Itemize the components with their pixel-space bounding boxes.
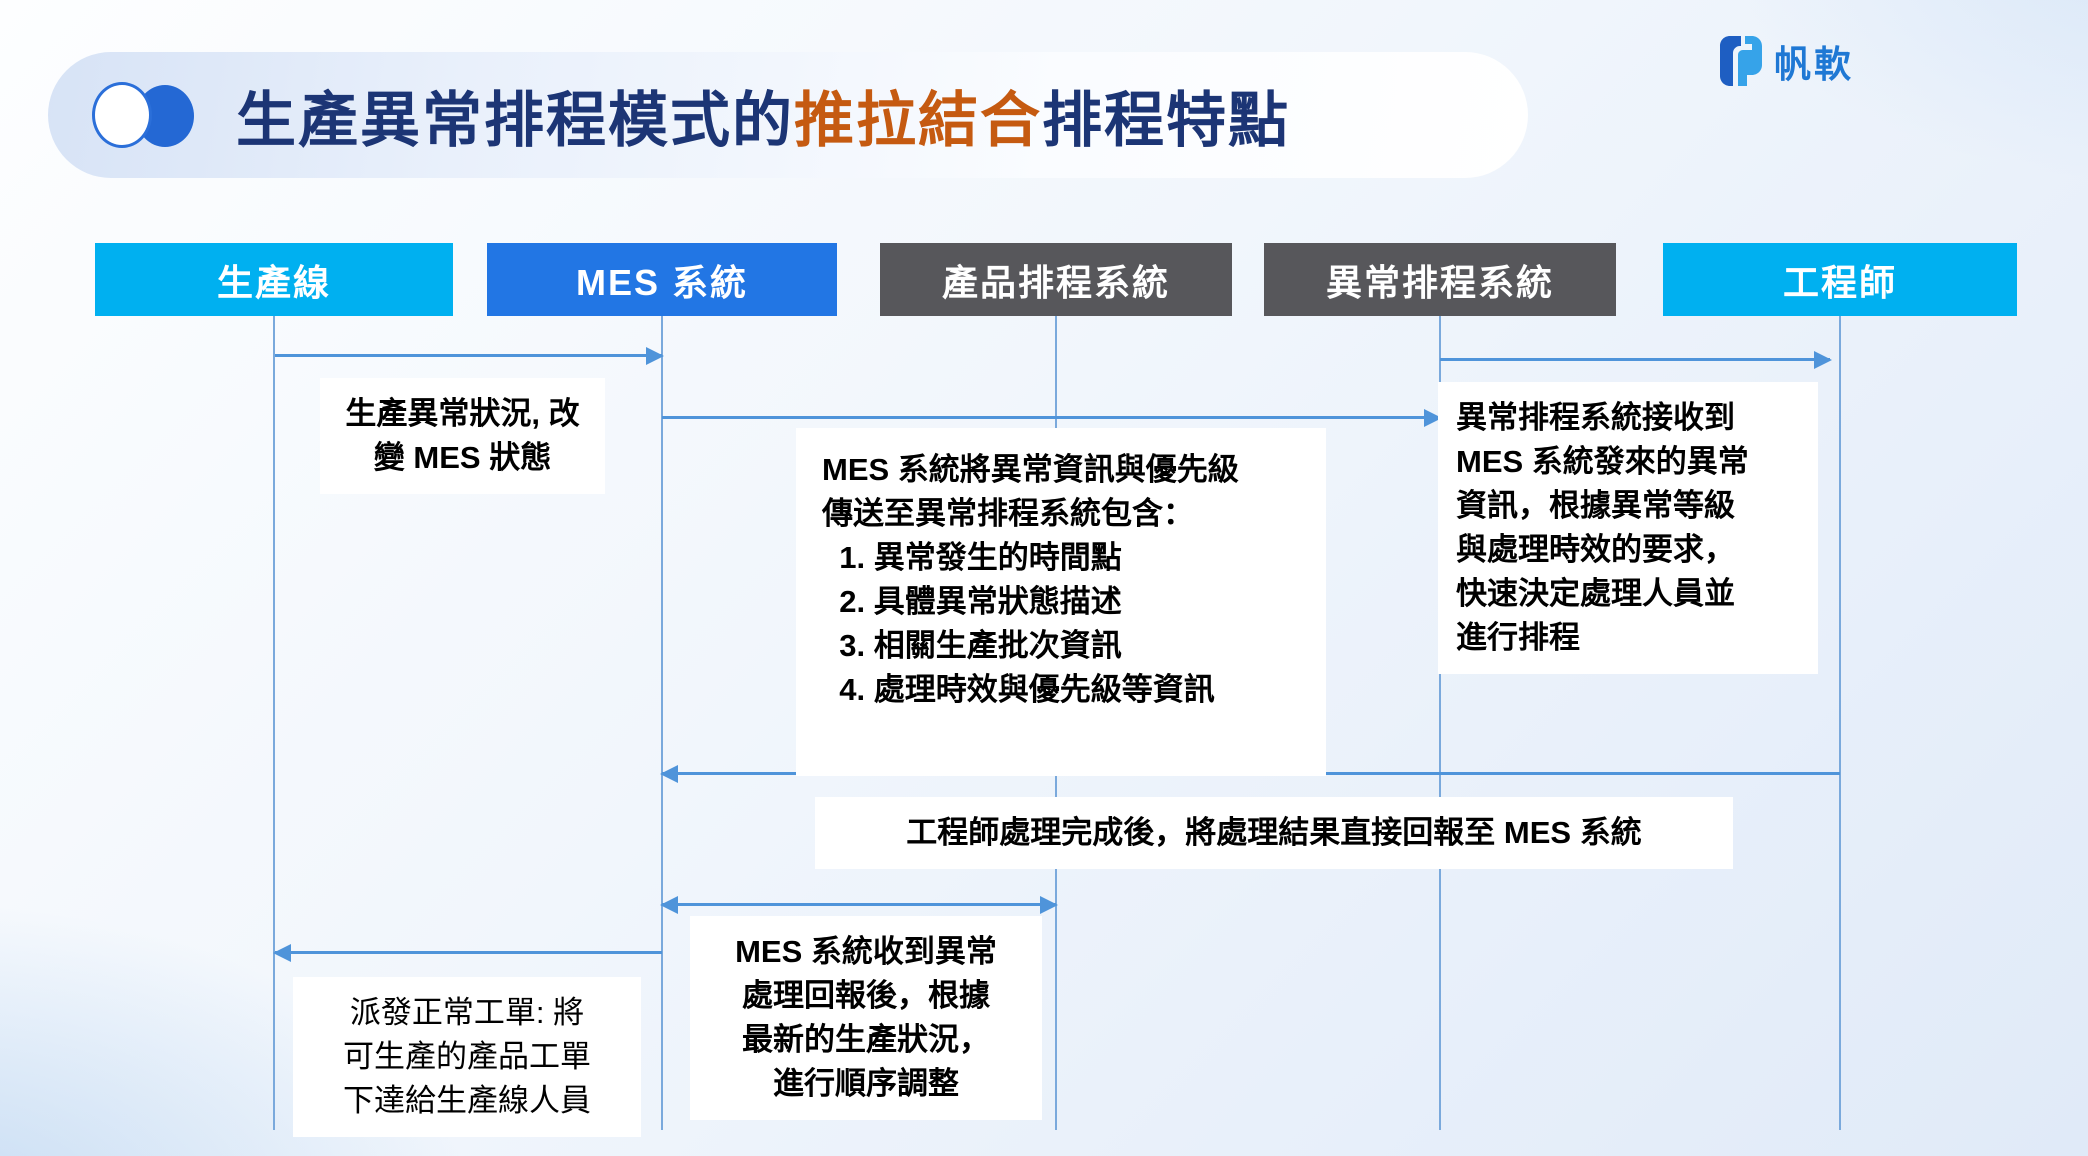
page-title: 生產異常排程模式的推拉結合排程特點 [236, 72, 1290, 159]
note-production-exception: 生產異常狀況, 改 變 MES 狀態 [320, 378, 605, 495]
arrow-mes-product-bidirectional [660, 896, 1058, 914]
arrow-production-to-mes [275, 347, 664, 365]
fanruan-logo-text: 帆軟 [1774, 44, 1854, 85]
circle-white [92, 82, 152, 148]
arrow-mes-to-production [273, 944, 662, 962]
note-dispatch-normal-orders: 派發正常工單: 將 可生產的產品工單 下達給生產線人員 [293, 977, 641, 1138]
lane-header-production-line: 生產線 [95, 243, 453, 316]
lane-label: MES 系統 [575, 261, 748, 303]
title-suffix: 排程特點 [1042, 86, 1290, 154]
note-exception-system-receives: 異常排程系統接收到 MES 系統發來的異常 資訊，根據異常等級 與處理時效的要求… [1438, 382, 1818, 675]
lane-label: 工程師 [1782, 261, 1897, 303]
lane-header-exception-scheduling: 異常排程系統 [1264, 243, 1616, 316]
arrow-mes-to-exception [662, 409, 1442, 427]
note-mes-sends-exception-info: MES 系統將異常資訊與優先級 傳送至異常排程系統包含： 1. 異常發生的時間點… [796, 428, 1326, 777]
overlapping-circles-icon [92, 82, 196, 148]
lane-header-engineer: 工程師 [1663, 243, 2017, 316]
arrow-exception-to-engineer [1440, 351, 1832, 369]
lifeline-mes-system [661, 316, 663, 1130]
fanruan-logo-icon [1720, 36, 1762, 86]
fanruan-logo: 帆軟 [1718, 34, 1854, 88]
lane-label: 產品排程系統 [941, 261, 1170, 303]
lane-label: 生產線 [216, 261, 331, 303]
lane-label: 異常排程系統 [1325, 261, 1554, 303]
lifeline-engineer [1839, 316, 1841, 1130]
lifeline-exception-scheduling [1439, 316, 1441, 1130]
title-prefix: 生產異常排程模式的 [236, 86, 794, 154]
title-highlight: 推拉結合 [794, 86, 1042, 154]
lane-header-product-scheduling: 產品排程系統 [880, 243, 1232, 316]
title-banner: 生產異常排程模式的推拉結合排程特點 [48, 52, 1528, 178]
note-mes-reorders: MES 系統收到異常 處理回報後，根據 最新的生產狀況， 進行順序調整 [690, 916, 1042, 1121]
lane-header-mes-system: MES 系統 [487, 243, 837, 316]
note-engineer-report-back: 工程師處理完成後，將處理結果直接回報至 MES 系統 [815, 797, 1733, 870]
lifeline-production-line [273, 316, 275, 1130]
